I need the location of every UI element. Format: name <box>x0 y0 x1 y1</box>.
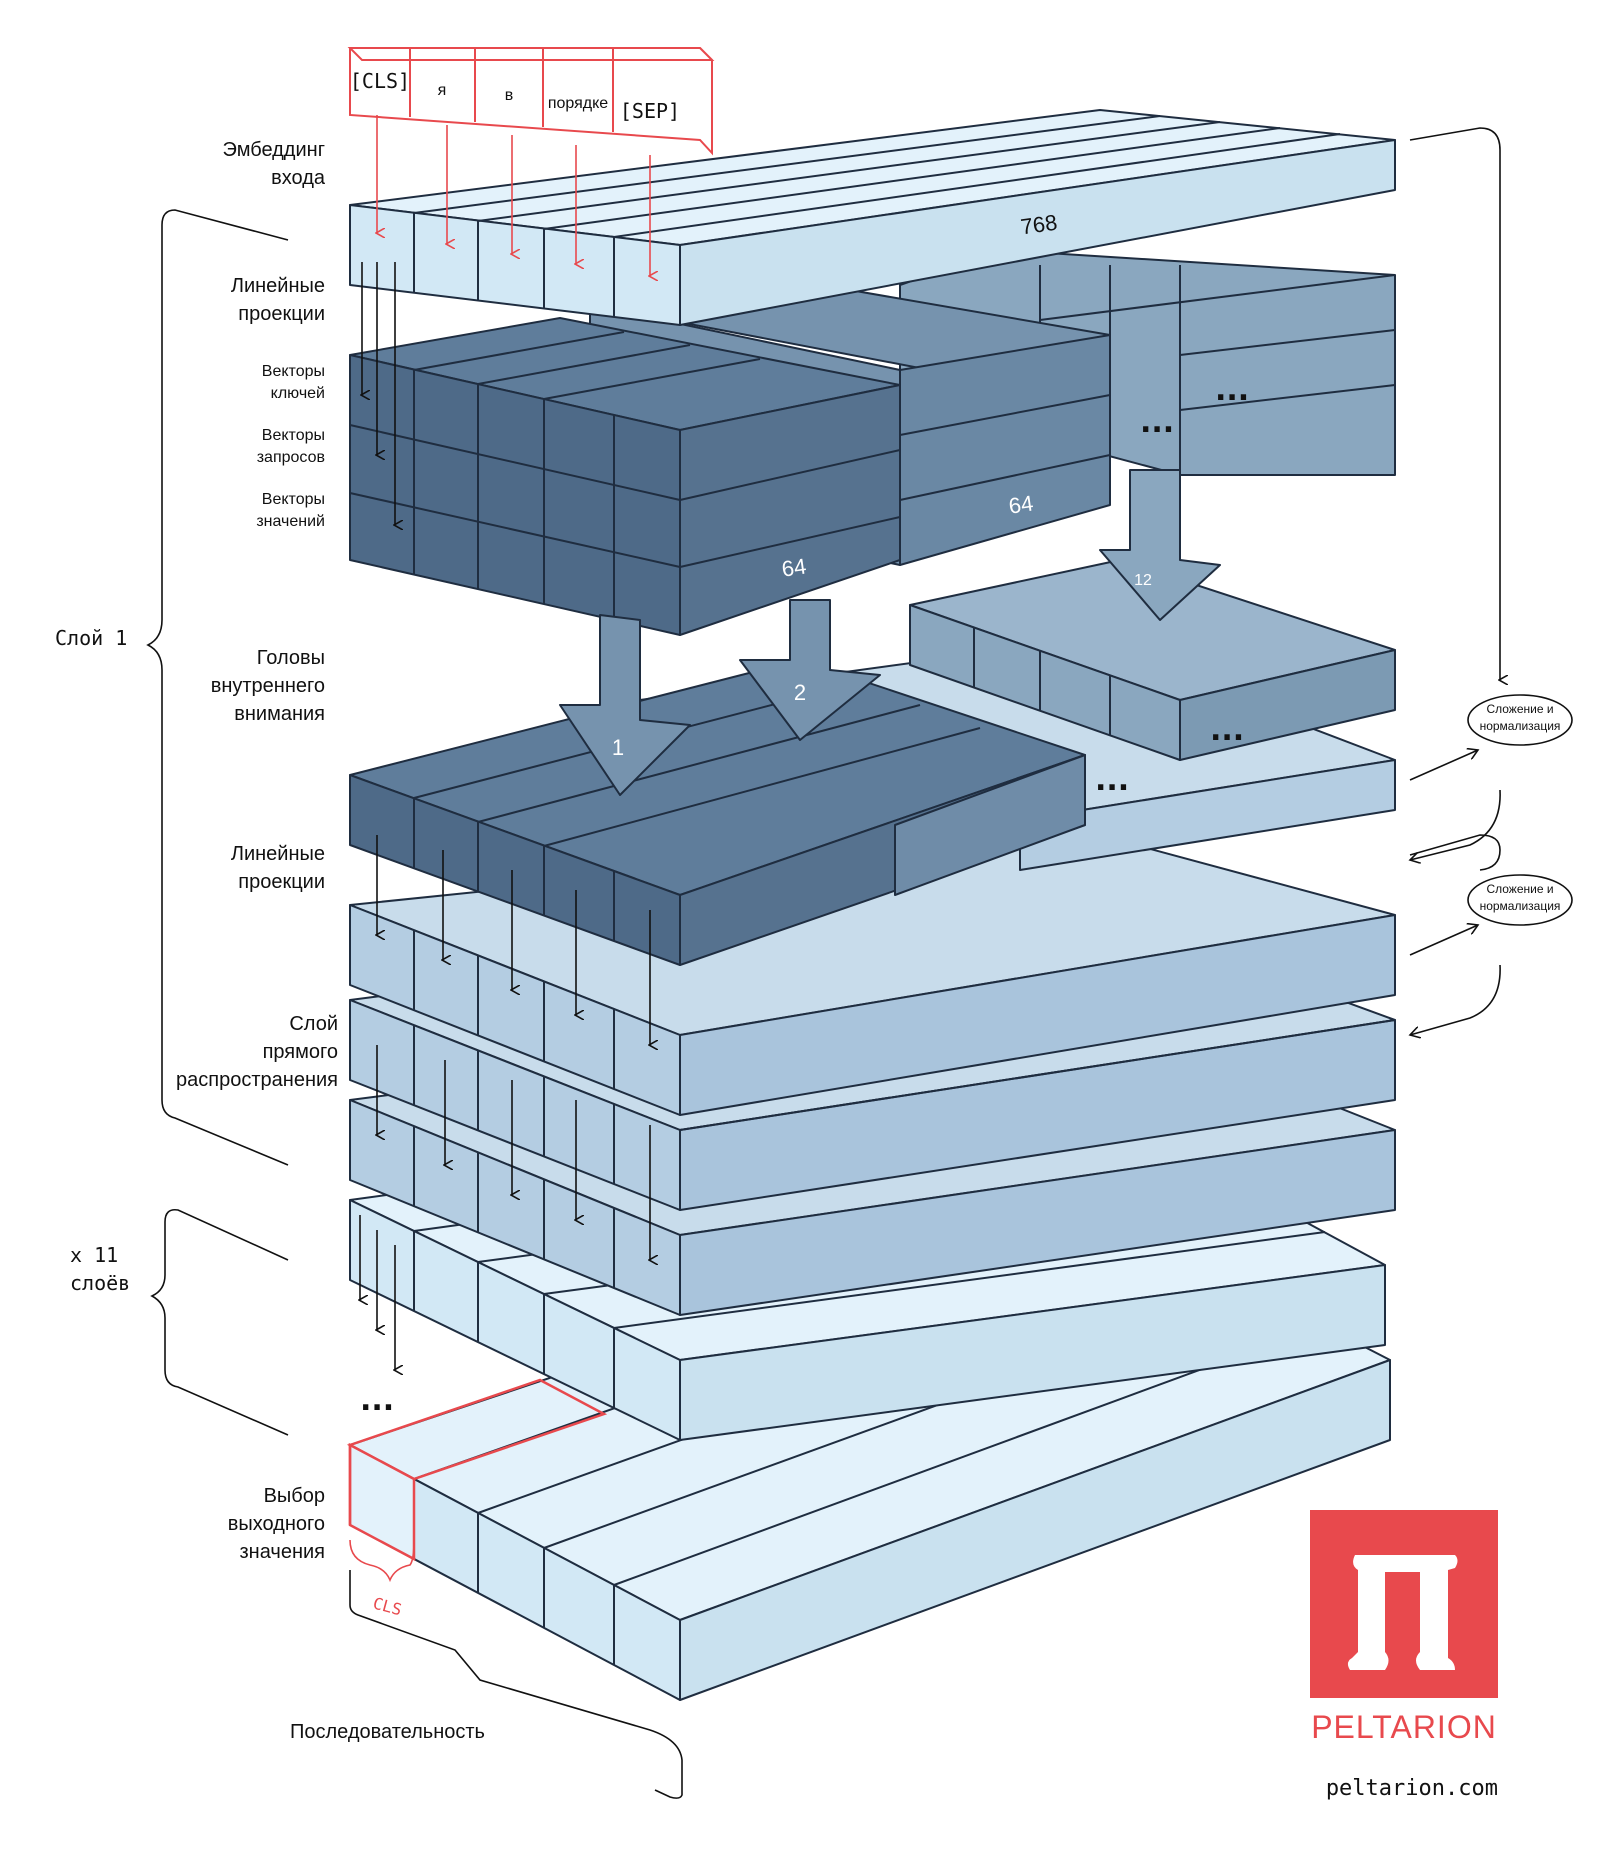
add-norm-1-line1: Сложение и <box>1486 702 1553 716</box>
add-norm-2-line1: Сложение и <box>1486 882 1553 896</box>
label-linear-proj-mid-2: проекции <box>238 871 325 893</box>
add-norm-2-line2: нормализация <box>1480 899 1561 913</box>
ellipsis-heads: ... <box>1095 763 1129 798</box>
head-dim-label-mid: 64 <box>1007 490 1035 518</box>
cls-brace <box>349 1539 415 1583</box>
label-feed-forward-2: прямого <box>263 1041 338 1063</box>
label-input-embedding-2: входа <box>271 167 326 189</box>
peltarion-logo: PELTARION peltarion.com <box>1310 1510 1498 1801</box>
label-query-vectors-1: Векторы <box>262 427 325 444</box>
label-x11-layers-1: x 11 <box>70 1243 118 1267</box>
embedding-dim-label: 768 <box>1019 210 1059 240</box>
projection-arrows-mid <box>360 835 650 1370</box>
label-linear-proj-mid-1: Линейные <box>231 843 325 865</box>
label-feed-forward-3: распространения <box>176 1069 338 1091</box>
qkv-block-front <box>349 317 901 636</box>
label-value-vectors-2: значений <box>256 513 325 530</box>
braces <box>146 209 683 1799</box>
heads-count-label: 12 <box>1134 572 1152 589</box>
logo-glyph-icon <box>1347 1555 1458 1670</box>
attention-heads-slab <box>349 659 1086 966</box>
label-layer1: Слой 1 <box>55 626 127 650</box>
token-3: порядке <box>548 95 608 112</box>
add-norm-1: Сложение и нормализация <box>1467 694 1573 746</box>
sequence-brace <box>349 1570 683 1799</box>
head-number-2: 2 <box>794 680 806 705</box>
label-feed-forward-1: Слой <box>289 1013 338 1035</box>
add-norm-1-line2: нормализация <box>1480 719 1561 733</box>
logo-text: PELTARION <box>1311 1709 1497 1745</box>
head-dim-label-front: 64 <box>780 553 808 581</box>
label-attention-heads-2: внутреннего <box>211 675 325 697</box>
token-0: [CLS] <box>350 69 410 93</box>
token-4: [SEP] <box>620 99 680 123</box>
label-query-vectors-2: запросов <box>257 449 325 466</box>
label-linear-proj-top-1: Линейные <box>231 275 325 297</box>
residual-arrows <box>1410 127 1500 1035</box>
layer1-brace <box>146 209 289 1166</box>
label-output-select-2: выходного <box>228 1513 325 1535</box>
logo-url: peltarion.com <box>1326 1776 1498 1801</box>
label-sequence: Последовательность <box>290 1721 485 1743</box>
ellipsis-layers: ... <box>360 1383 394 1418</box>
label-key-vectors-2: ключей <box>271 385 325 402</box>
projection-arrows-top <box>362 262 395 525</box>
head-12-slab <box>909 559 1396 761</box>
add-norm-2: Сложение и нормализация <box>1467 874 1573 926</box>
label-key-vectors-1: Векторы <box>262 363 325 380</box>
label-attention-heads-3: внимания <box>234 703 325 725</box>
label-input-embedding-1: Эмбеддинг <box>223 139 325 161</box>
head-arrows <box>559 469 1221 796</box>
label-attention-heads-1: Головы <box>257 647 325 669</box>
head-number-1: 1 <box>612 735 624 760</box>
label-output-select-3: значения <box>240 1541 326 1563</box>
label-linear-proj-top-2: проекции <box>238 303 325 325</box>
cls-output-highlight <box>346 1378 608 1562</box>
token-1: я <box>438 82 447 99</box>
token-strip: [CLS] я в порядке [SEP] <box>347 47 715 156</box>
label-value-vectors-1: Векторы <box>262 491 325 508</box>
label-x11-layers-2: слоёв <box>70 1271 130 1295</box>
left-labels: Эмбеддинг входа Линейные проекции Вектор… <box>55 139 485 1743</box>
ellipsis-qkv-back: ... <box>1215 373 1249 408</box>
label-output-select-1: Выбор <box>264 1485 325 1507</box>
ellipsis-qkv: ... <box>1140 405 1174 440</box>
ellipsis-heads-right: ... <box>1210 713 1244 748</box>
input-embedding-slab <box>349 109 1396 326</box>
token-2: в <box>505 87 514 104</box>
cls-label: CLS <box>371 1594 404 1620</box>
x11-brace <box>150 1208 289 1436</box>
token-arrows <box>377 115 650 276</box>
